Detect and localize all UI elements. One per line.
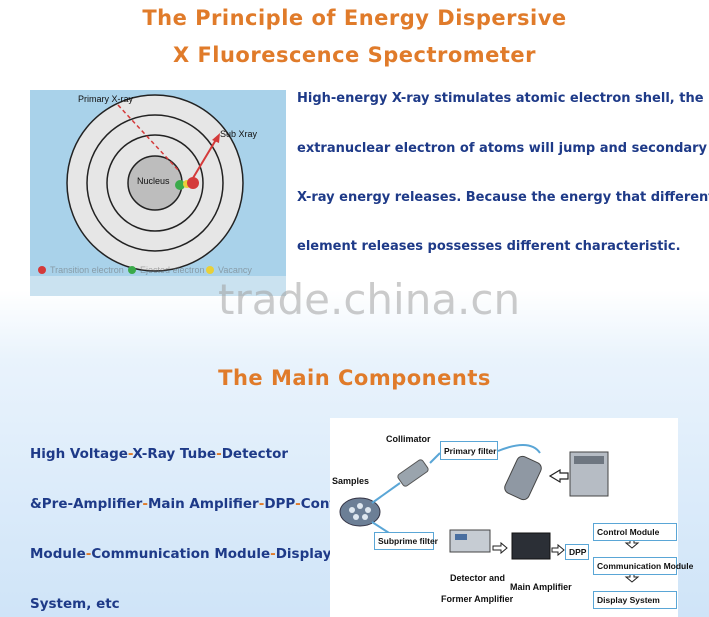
title-line-2: X Fluorescence Spectrometer xyxy=(0,43,709,67)
components-line: High Voltage-X-Ray Tube-Detector xyxy=(30,446,288,462)
title-line-1: The Principle of Energy Dispersive xyxy=(0,6,709,30)
watermark: trade.china.cn xyxy=(218,275,520,324)
components-line: System, etc xyxy=(30,596,120,612)
components-line: &Pre-Amplifier-Main Amplifier-DPP-Contro… xyxy=(30,496,357,512)
detector-label: Detector and xyxy=(450,573,505,583)
subprime-filter-box: Subprime filter xyxy=(374,532,434,550)
legend-vacancy: Vacancy xyxy=(218,265,252,275)
principle-text-line: element releases possesses different cha… xyxy=(297,239,697,254)
control-module-box: Control Module xyxy=(593,523,677,541)
components-title: The Main Components xyxy=(0,366,709,390)
main-amplifier-label: Main Amplifier xyxy=(510,582,572,592)
components-line: Module-Communication Module-Display xyxy=(30,546,331,562)
nucleus-label: Nucleus xyxy=(137,176,170,186)
samples-label: Samples xyxy=(332,476,369,486)
dpp-box: DPP xyxy=(565,544,589,560)
former-amplifier-label: Former Amplifier xyxy=(441,594,513,604)
communication-module-box: Communication Module xyxy=(593,557,677,575)
legend-ejected: Ejected electron xyxy=(140,265,205,275)
primary-filter-box: Primary filter xyxy=(440,441,498,460)
principle-text-line: X-ray energy releases. Because the energ… xyxy=(297,190,697,205)
legend-transition: Transition electron xyxy=(50,265,124,275)
collimator-label: Collimator xyxy=(386,434,431,444)
display-system-box: Display System xyxy=(593,591,677,609)
principle-text-line: High-energy X-ray stimulates atomic elec… xyxy=(297,91,697,106)
atom-diagram: Primary X-ray Sub Xray Nucleus Transitio… xyxy=(30,90,286,296)
principle-text-line: extranuclear electron of atoms will jump… xyxy=(297,141,697,156)
sub-xray-label: Sub Xray xyxy=(220,129,257,139)
primary-xray-label: Primary X-ray xyxy=(78,94,133,104)
flow-diagram: Collimator Primary filter Samples Subpri… xyxy=(330,418,678,617)
